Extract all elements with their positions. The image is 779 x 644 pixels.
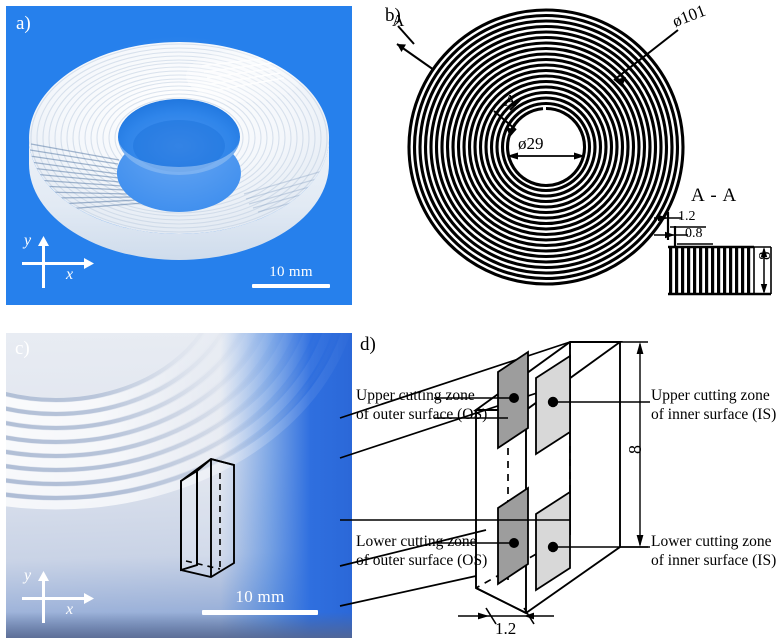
callout-upper-is-line2: of inner surface (IS): [651, 406, 777, 424]
inner-bore-dashed-arc: [506, 146, 586, 187]
panel-c-y-axis-label: y: [24, 567, 32, 584]
panel-b-drawing-svg: [396, 8, 772, 296]
section-marker-inner-group: [493, 98, 522, 137]
panel-c-axis-arrowheads: [38, 571, 94, 604]
panel-a-label: a): [16, 13, 31, 34]
ring-hole-shadow: [133, 120, 225, 172]
panel-a-x-axis-label: x: [66, 266, 74, 283]
panel-a-ring-illustration: [29, 42, 330, 260]
panel-a-x-axis-line: [22, 262, 84, 265]
lower-inner-surface-plane: [535, 490, 571, 592]
panel-c-x-axis-label: x: [66, 601, 74, 618]
inner-diameter-dimension-line: [507, 152, 585, 160]
panel-a-y-axis-line: [42, 244, 45, 288]
track-width-label: 1.2: [678, 209, 696, 224]
panel-d-thickness-dimension: [458, 607, 554, 625]
panel-c-ring-ridges: [6, 333, 351, 510]
panel-d-schematic-svg: [339, 341, 650, 625]
panel-c-cuboid-callout: [180, 457, 235, 579]
panel-a-photograph: a) x y 10 mm: [6, 6, 352, 305]
section-aa-detail: [654, 212, 772, 296]
panel-d-thickness-label: 1.2: [495, 619, 517, 638]
callout-lower-outer-surface: Lower cutting zone of outer surface (OS): [356, 532, 487, 571]
panel-c-cuboid-hidden-edges: [185, 473, 221, 570]
spiral-rings: [407, 8, 685, 286]
ring-outer-wall: [29, 138, 329, 260]
section-aa-title: A - A: [691, 185, 738, 206]
ring-left-striations: [29, 143, 144, 210]
panel-b-technical-drawing: b): [385, 1, 778, 309]
gap-width-label: 0.8: [685, 226, 703, 241]
section-aa-height-label: 8: [755, 251, 774, 261]
panel-a-y-axis-label: y: [24, 232, 32, 249]
panel-d-schematic: d): [339, 330, 779, 644]
lower-outer-surface-plane: [497, 486, 529, 586]
callout-upper-os-line1: Upper cutting zone: [356, 387, 475, 404]
callout-upper-os-line2: of outer surface (OS): [356, 406, 488, 424]
callout-lower-os-line2: of outer surface (OS): [356, 552, 488, 570]
panel-c-scale-bar: 10 mm: [202, 587, 318, 615]
section-marker-outer-label: A: [392, 11, 405, 30]
panel-a-scale-bar-line: [252, 284, 330, 288]
panel-a-axes: x y: [22, 232, 96, 294]
callout-upper-outer-surface: Upper cutting zone of outer surface (OS): [356, 386, 487, 425]
callout-upper-is-line1: Upper cutting zone: [651, 387, 770, 404]
inner-diameter-label: ø29: [518, 134, 544, 153]
panel-a-scale-bar: 10 mm: [252, 264, 330, 288]
panel-c-x-axis-line: [22, 597, 84, 600]
section-marker-inner-label: A: [504, 91, 517, 110]
panel-c-scale-bar-line: [202, 610, 318, 615]
panel-d-height-label: 8: [625, 445, 645, 454]
section-marker-outer-group: [396, 25, 435, 71]
ring-concentric-ridges: [30, 43, 328, 233]
ring-top-sheen: [186, 50, 302, 102]
panel-c-scale-bar-text: 10 mm: [235, 587, 285, 606]
panel-d-height-dimension: [620, 341, 648, 548]
panel-c-axes: x y: [22, 567, 96, 629]
panel-c-photograph: c) x y 10 mm: [6, 333, 352, 638]
section-aa-bars: [669, 248, 751, 293]
panel-c-y-axis-line: [42, 579, 45, 623]
callout-lower-is-line1: Lower cutting zone: [651, 533, 772, 550]
panel-d-label: d): [360, 334, 376, 355]
panel-b-label: b): [385, 5, 401, 26]
panel-a-scale-bar-text: 10 mm: [269, 264, 313, 280]
outer-diameter-leader: [613, 29, 679, 87]
panel-c-bottom-shadow: [6, 612, 352, 638]
callout-lower-inner-surface: Lower cutting zone of inner surface (IS): [651, 532, 776, 571]
callout-lower-is-line2: of inner surface (IS): [651, 552, 777, 570]
panel-a-axis-arrowheads: [38, 236, 94, 269]
panel-c-label: c): [15, 338, 30, 359]
callout-lower-os-line1: Lower cutting zone: [356, 533, 477, 550]
callout-upper-inner-surface: Upper cutting zone of inner surface (IS): [651, 386, 776, 425]
ring-hole-inner-lip: [118, 137, 240, 175]
